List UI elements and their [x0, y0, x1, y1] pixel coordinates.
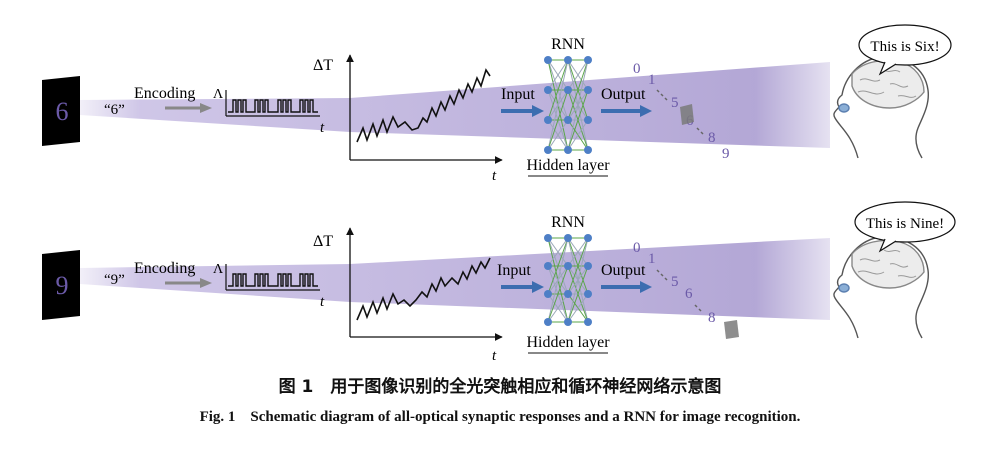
speech-text: This is Six!: [870, 39, 939, 55]
output-digit: 0: [633, 240, 641, 256]
light-beam: [80, 238, 830, 320]
light-beam: [80, 62, 830, 148]
digit-image-glyph: 9: [56, 271, 69, 300]
digit-image-panel: [42, 250, 80, 320]
rnn-nodes: [544, 56, 592, 154]
human-head: [833, 56, 930, 159]
figure-caption-cn: 图 1 用于图像识别的全光突触相应和循环神经网络示意图: [278, 377, 722, 397]
response-t-label: t: [492, 168, 497, 184]
speech-bubble: [858, 24, 952, 66]
pulse-train: [228, 273, 318, 287]
hidden-layer-label: Hidden layer: [526, 157, 610, 174]
speech-text: This is Nine!: [866, 216, 944, 232]
row-six: 6 “6” Encoding Λ t ΔT t RNN Input: [42, 24, 952, 184]
ellipsis-dots: [656, 89, 704, 135]
digit-image-panel: [42, 76, 80, 146]
pulse-t-label: t: [320, 294, 325, 310]
output-arrow-head: [640, 281, 652, 293]
output-digit: 5: [671, 274, 679, 290]
highlight-square: [724, 320, 739, 339]
output-digit: 5: [671, 95, 679, 111]
output-digit: 1: [648, 251, 656, 267]
human-head: [833, 236, 930, 339]
synaptic-response-curve: [356, 68, 491, 143]
ellipsis-dots: [656, 269, 702, 312]
output-digit: 9: [722, 146, 730, 162]
rnn-network: [544, 56, 592, 154]
digit-label: “9”: [104, 272, 125, 288]
lambda-symbol: Λ: [213, 87, 224, 102]
rnn-network: [544, 234, 592, 326]
response-t-label: t: [492, 348, 497, 364]
rnn-nodes: [544, 234, 592, 326]
output-label: Output: [601, 262, 646, 279]
response-delta-t-label: ΔT: [313, 233, 333, 250]
speech-bubble: [854, 201, 956, 243]
output-arrow-head: [640, 105, 652, 117]
output-label: Output: [601, 86, 646, 103]
lambda-symbol: Λ: [213, 262, 224, 277]
response-delta-t-label: ΔT: [313, 57, 333, 74]
pulse-t-label: t: [320, 120, 325, 136]
highlight-square: [680, 104, 694, 125]
figure-caption-en: Fig. 1 Schematic diagram of all-optical …: [199, 409, 801, 425]
output-digit: 0: [633, 61, 641, 77]
output-digit: 6: [685, 286, 693, 302]
synaptic-response-curve: [356, 257, 491, 321]
digit-image-glyph: 6: [56, 97, 69, 126]
encoding-arrow-head: [200, 278, 212, 288]
input-arrow-head: [532, 281, 544, 293]
rnn-label: RNN: [551, 36, 585, 53]
rnn-label: RNN: [551, 214, 585, 231]
speech-bubble-tail: [878, 61, 897, 76]
input-label: Input: [501, 86, 535, 103]
figure-diagram: 6 “6” Encoding Λ t ΔT t RNN Input: [42, 24, 956, 364]
speech-bubble-tail: [878, 238, 897, 253]
encoding-label: Encoding: [134, 85, 195, 102]
digit-label: “6”: [104, 102, 125, 118]
encoding-label: Encoding: [134, 260, 195, 277]
output-digit: 1: [648, 72, 656, 88]
row-nine: 9 “9” Encoding Λ t ΔT t RNN Input: [42, 201, 956, 364]
hidden-layer-label: Hidden layer: [526, 334, 610, 351]
encoding-arrow-head: [200, 103, 212, 113]
input-arrow-head: [532, 105, 544, 117]
pulse-train: [228, 99, 318, 113]
output-digit: 8: [708, 130, 716, 146]
output-sequence: 0 1 5 6 8: [633, 240, 716, 326]
input-label: Input: [497, 262, 531, 279]
output-digit: 8: [708, 310, 716, 326]
